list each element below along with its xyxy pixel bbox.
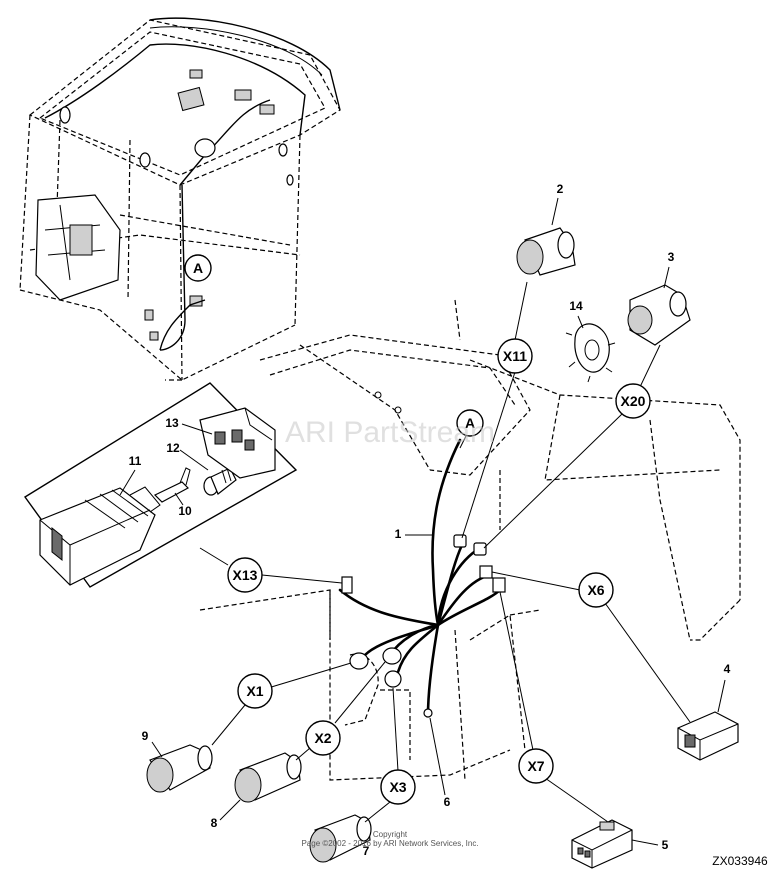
part-8-connector: 8: [211, 752, 302, 830]
part-9-connector: 9: [142, 729, 213, 793]
inset-part-labels: 11 10 12 13: [119, 416, 213, 518]
watermark: ARI PartStream: [285, 416, 495, 449]
svg-text:X3: X3: [389, 779, 406, 795]
callout-a-main: A: [456, 409, 484, 449]
svg-text:X20: X20: [621, 393, 646, 409]
svg-text:4: 4: [724, 662, 731, 676]
svg-text:8: 8: [211, 816, 218, 830]
part-3-connector: 3: [627, 250, 691, 346]
label-part-1: 1: [395, 527, 432, 541]
svg-text:X11: X11: [503, 348, 527, 364]
svg-text:14: 14: [569, 299, 583, 313]
svg-text:A: A: [465, 415, 475, 431]
svg-text:3: 3: [668, 250, 675, 264]
cab-overview: [19, 17, 341, 381]
callout-x1: X1: [211, 662, 352, 746]
callout-x6: X6: [491, 571, 691, 723]
part-14-ring: 14: [565, 299, 616, 383]
svg-text:2: 2: [557, 182, 564, 196]
svg-text:9: 9: [142, 729, 149, 743]
machine-body-outline: [199, 299, 741, 781]
main-harness: [338, 438, 506, 718]
svg-text:13: 13: [165, 416, 179, 430]
svg-text:11: 11: [129, 454, 142, 468]
svg-text:X2: X2: [314, 730, 331, 746]
svg-text:X7: X7: [527, 758, 544, 774]
label-part-6: 6: [429, 717, 451, 809]
callout-x13: X13: [199, 547, 343, 593]
svg-text:5: 5: [662, 838, 669, 852]
svg-text:6: 6: [444, 795, 451, 809]
inset-connector-box: [23, 382, 298, 588]
footer-ari: Page ©2002 - 2016 by ARI Network Service…: [301, 839, 478, 848]
svg-text:1: 1: [395, 527, 402, 541]
callout-x2: X2: [295, 661, 386, 761]
svg-text:A: A: [193, 260, 203, 276]
footer-copyright: Copyright: [373, 830, 408, 839]
svg-text:12: 12: [166, 441, 180, 455]
part-5-connector: 5: [571, 819, 669, 869]
svg-text:X6: X6: [587, 582, 604, 598]
callout-x7: X7: [499, 591, 609, 823]
svg-text:X1: X1: [246, 683, 263, 699]
svg-text:X13: X13: [233, 567, 258, 583]
callout-x11: X11: [461, 281, 533, 539]
callout-x20: X20: [483, 344, 661, 549]
part-7-connector: [309, 814, 372, 863]
svg-text:7: 7: [363, 844, 370, 858]
svg-text:10: 10: [178, 504, 192, 518]
part-4-connector: 4: [677, 662, 739, 761]
label-part-7: 7: [363, 844, 370, 858]
part-2-connector: 2: [516, 182, 576, 276]
callout-x3: X3: [364, 687, 416, 823]
diagram-id: ZX033946: [712, 854, 768, 868]
callout-a-cab: A: [184, 254, 212, 282]
